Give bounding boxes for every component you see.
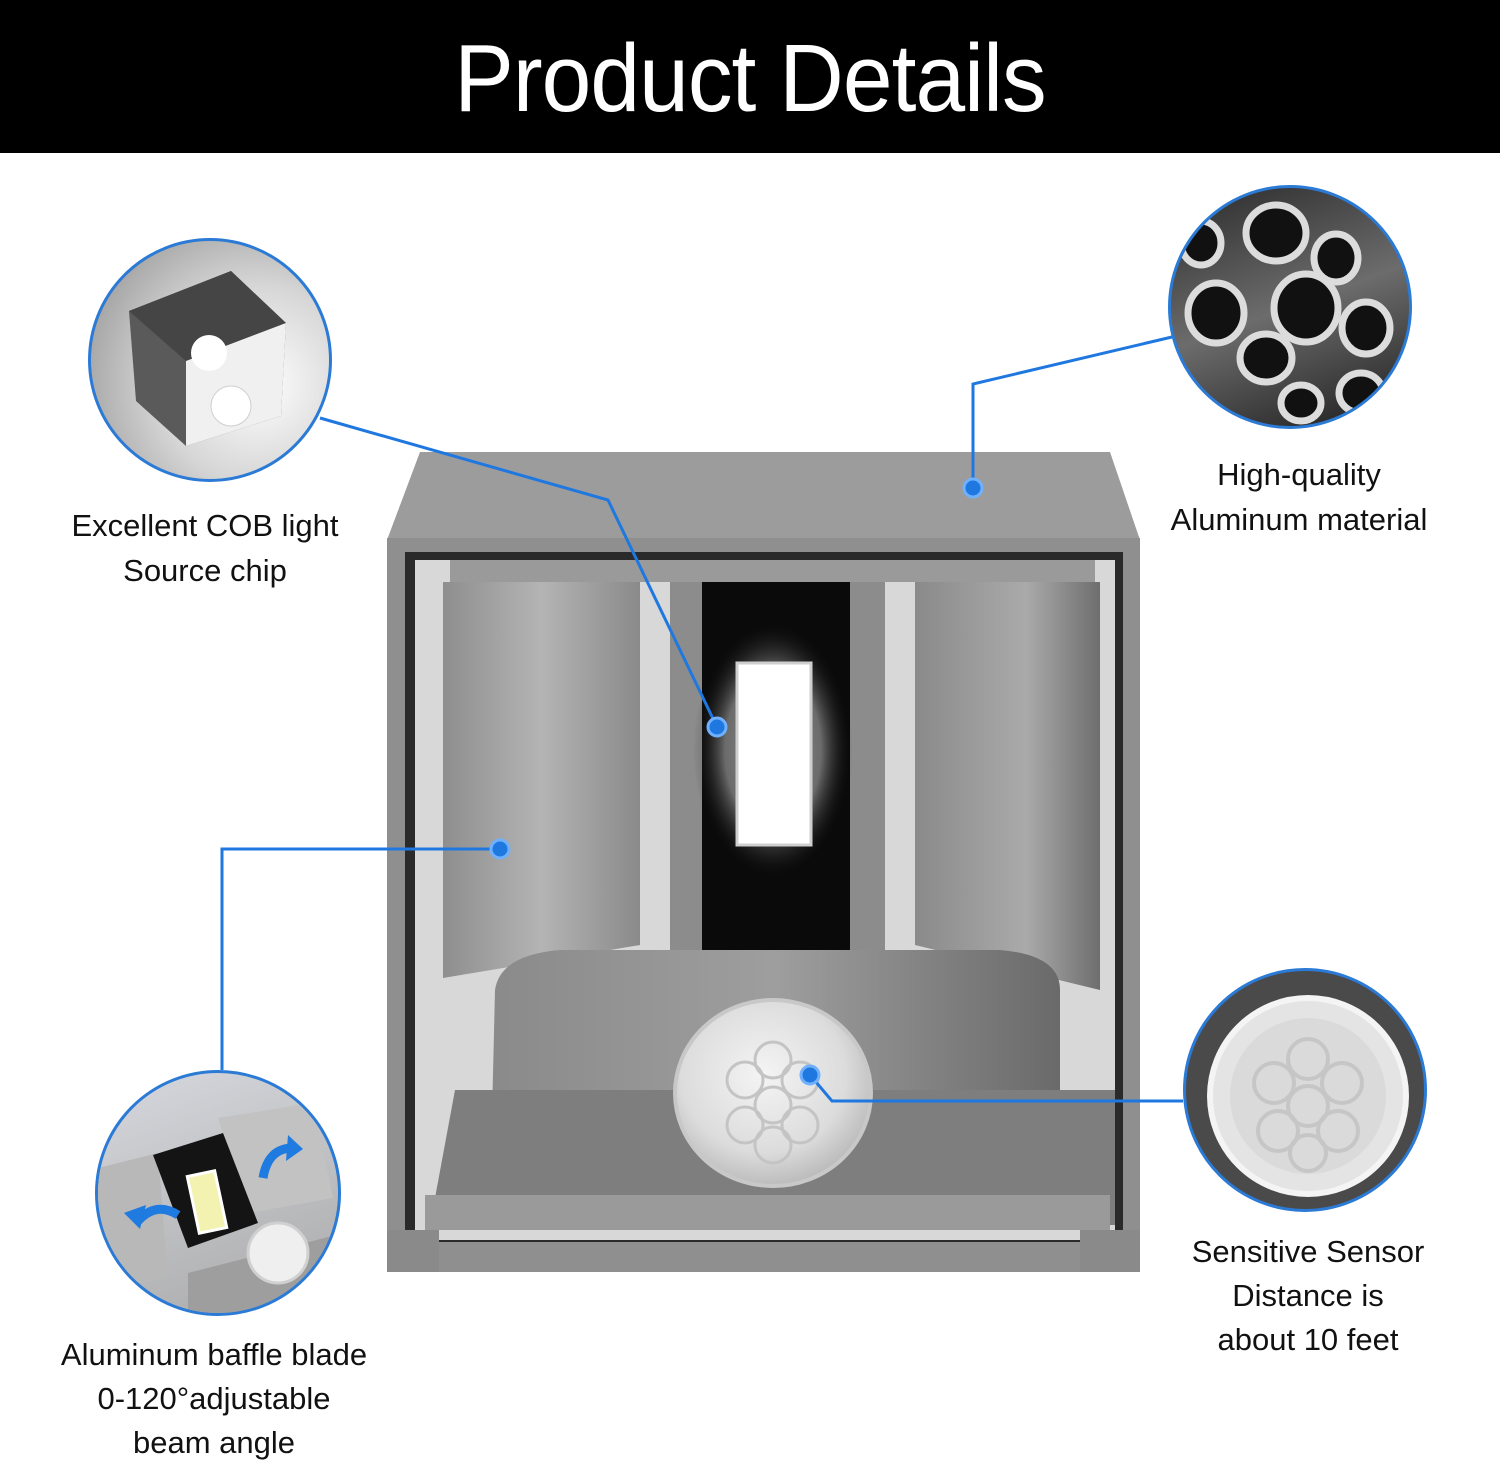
page-title: Product Details — [454, 24, 1046, 132]
callout-baffle-blade-image — [95, 1070, 341, 1316]
cube-lamp-icon — [129, 271, 286, 446]
feature-line: Source chip — [123, 553, 287, 588]
header-banner: Product Details — [0, 0, 1500, 153]
feature-line: Excellent COB light — [71, 508, 339, 543]
feature-label-sensor: Sensitive Sensor Distance is about 10 fe… — [1158, 1230, 1458, 1362]
feature-line: Aluminum baffle blade — [60, 1337, 368, 1372]
feature-line: Distance is — [1232, 1278, 1384, 1313]
feature-line: Aluminum material — [1170, 502, 1428, 537]
feature-line: Sensitive Sensor — [1191, 1234, 1425, 1269]
callout-aluminum-pipes-image — [1168, 185, 1412, 429]
callout-cob-light-image — [88, 238, 332, 482]
pir-sensor-icon — [1207, 995, 1409, 1197]
feature-line: about 10 feet — [1217, 1322, 1399, 1357]
feature-label-aluminum: High-quality Aluminum material — [1140, 452, 1458, 542]
aluminum-pipes-icon — [1177, 201, 1394, 425]
feature-label-cob-chip: Excellent COB light Source chip — [40, 503, 370, 593]
feature-line: 0-120°adjustable — [97, 1381, 331, 1416]
feature-line: High-quality — [1217, 457, 1381, 492]
callout-sensor-image — [1183, 968, 1427, 1212]
feature-label-baffle-blade: Aluminum baffle blade 0-120°adjustable b… — [28, 1333, 400, 1465]
feature-line: beam angle — [132, 1425, 295, 1460]
adjustable-baffle-icon — [98, 1103, 338, 1313]
